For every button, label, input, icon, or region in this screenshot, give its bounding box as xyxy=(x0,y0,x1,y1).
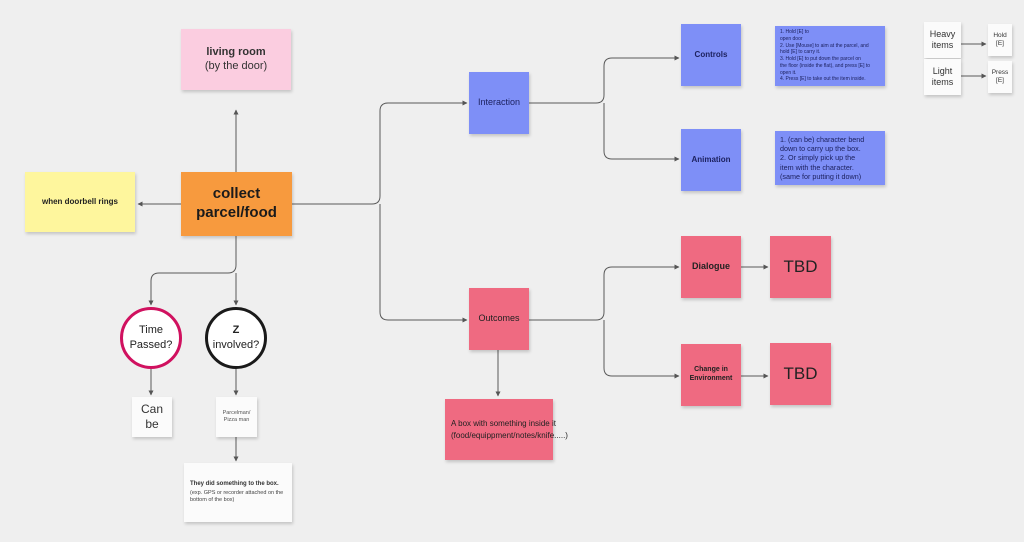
can-be-note[interactable]: Can be xyxy=(132,397,172,437)
controls-note[interactable]: Controls xyxy=(681,24,741,86)
change-environment-note[interactable]: Change in Environment xyxy=(681,344,741,406)
controls-line: 4. Press [E] to take out the item inside… xyxy=(780,76,866,83)
z-involved-title: Z xyxy=(232,323,240,336)
z-involved-circle[interactable]: Z involved? xyxy=(205,307,267,369)
z-involved-subtitle: involved? xyxy=(212,339,260,351)
tbd-label: TBD xyxy=(783,257,818,277)
controls-label: Controls xyxy=(694,50,728,59)
controls-line: open door xyxy=(780,35,803,42)
animation-label: Animation xyxy=(691,155,731,164)
parcelman-note[interactable]: Parcelman/ Pizza man xyxy=(216,397,257,437)
doorbell-note[interactable]: when doorbell rings xyxy=(25,172,135,232)
animation-line: down to carry up the box. xyxy=(780,143,861,153)
living-room-subtitle: (by the door) xyxy=(204,59,268,72)
controls-details-text: 1. Hold [E] to open door 2. Use [Mouse] … xyxy=(780,29,870,83)
hold-e-note[interactable]: Hold [E] xyxy=(988,24,1012,56)
outcomes-label: Outcomes xyxy=(478,313,520,324)
controls-line: hold [E] to carry it. xyxy=(780,49,821,56)
can-be-label: Can be xyxy=(140,402,163,431)
parcelman-label: Parcelman/ Pizza man xyxy=(222,410,251,423)
tbd-note-dialogue[interactable]: TBD xyxy=(770,236,831,298)
controls-line: 3. Hold [E] to put down the parcel on xyxy=(780,56,861,62)
time-passed-label: Time Passed? xyxy=(129,323,173,351)
interaction-label: Interaction xyxy=(477,97,521,108)
did-something-note[interactable]: They did something to the box. (exp. GPS… xyxy=(184,463,292,522)
light-items-note[interactable]: Light items xyxy=(924,59,961,95)
dialogue-note[interactable]: Dialogue xyxy=(681,236,741,298)
controls-line: open it. xyxy=(780,69,797,76)
edge-outcomes-change xyxy=(603,320,680,379)
collect-parcel-label: collect parcel/food xyxy=(196,185,277,221)
living-room-title: living room xyxy=(206,45,266,58)
heavy-items-label: Heavy items xyxy=(929,28,956,50)
edge-interaction-animation xyxy=(603,103,680,162)
animation-details-note[interactable]: 1. (can be) character bend down to carry… xyxy=(775,131,885,185)
box-content-note[interactable]: A box with something inside it (food/equ… xyxy=(445,399,568,460)
doorbell-label: when doorbell rings xyxy=(41,197,118,206)
interaction-note[interactable]: Interaction xyxy=(469,72,529,134)
controls-details-note[interactable]: 1. Hold [E] to open door 2. Use [Mouse] … xyxy=(775,26,885,86)
light-items-label: Light items xyxy=(931,65,954,87)
dialogue-label: Dialogue xyxy=(691,261,730,272)
tbd-note-environment[interactable]: TBD xyxy=(770,343,831,405)
change-environment-label: Change in Environment xyxy=(689,366,733,382)
hold-e-label: Hold [E] xyxy=(993,31,1007,47)
animation-line: (same for putting it down) xyxy=(780,172,862,182)
animation-note[interactable]: Animation xyxy=(681,129,741,191)
edge-collect-time xyxy=(148,236,237,306)
animation-line: 2. Or simply pick up the xyxy=(780,153,856,163)
box-content-label: A box with something inside it (food/equ… xyxy=(451,418,568,440)
tbd-label: TBD xyxy=(783,364,818,384)
collect-parcel-note[interactable]: collect parcel/food xyxy=(181,172,292,236)
time-passed-circle[interactable]: Time Passed? xyxy=(120,307,182,369)
did-something-body: (exp. GPS or recorder attached on the bo… xyxy=(190,490,284,504)
edge-interaction-controls xyxy=(529,55,680,104)
heavy-items-note[interactable]: Heavy items xyxy=(924,22,961,58)
animation-line: item with the character. xyxy=(780,162,854,172)
controls-line: the floor (inside the flat), and press [… xyxy=(780,62,871,69)
edge-collect-outcomes xyxy=(379,204,468,323)
press-e-label: Press [E] xyxy=(991,68,1009,84)
edge-outcomes-dialogue xyxy=(529,264,680,321)
did-something-title: They did something to the box. xyxy=(190,480,279,487)
edge-collect-interaction xyxy=(292,100,468,205)
controls-line: 1. Hold [E] to xyxy=(780,29,809,35)
outcomes-note[interactable]: Outcomes xyxy=(469,288,529,350)
controls-line: 2. Use [Mouse] to aim at the parcel, and xyxy=(780,42,869,49)
animation-line: 1. (can be) character bend xyxy=(780,134,865,144)
living-room-note[interactable]: living room (by the door) xyxy=(181,29,291,90)
press-e-note[interactable]: Press [E] xyxy=(988,61,1012,93)
animation-details-text: 1. (can be) character bend down to carry… xyxy=(780,135,864,182)
